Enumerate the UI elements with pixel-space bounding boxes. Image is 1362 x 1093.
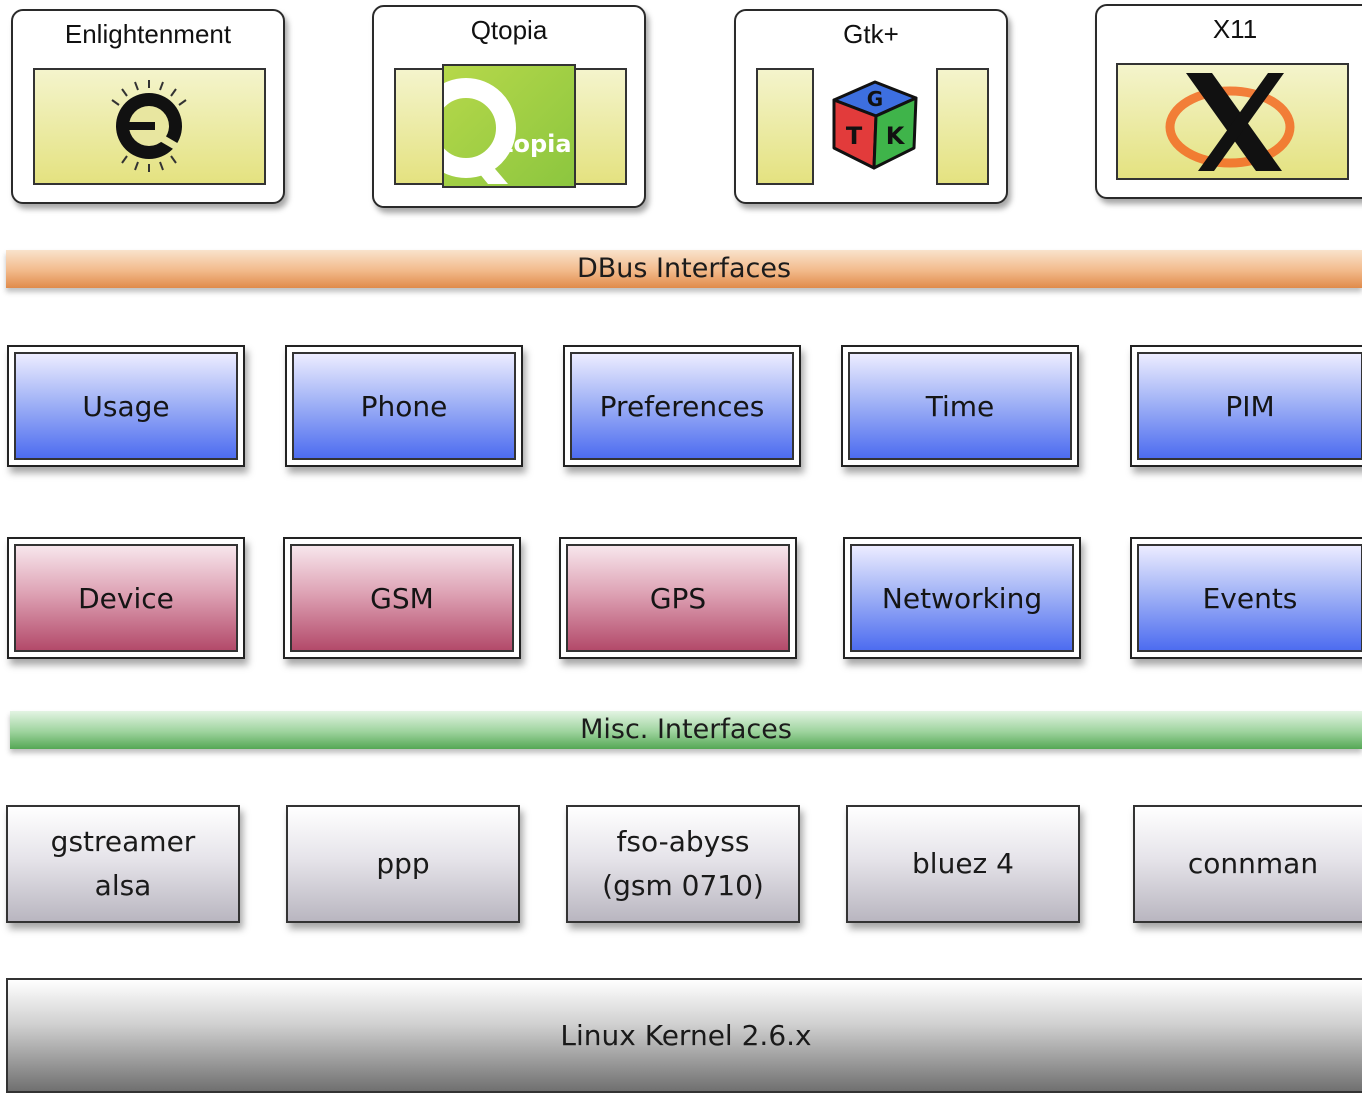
linux-kernel-layer: Linux Kernel 2.6.x: [6, 978, 1362, 1093]
library-line: alsa: [94, 869, 152, 902]
library-ppp: ppp: [286, 805, 520, 923]
x11-logo-icon: [1165, 73, 1295, 171]
service-networking: Networking: [843, 537, 1081, 659]
service-label: Time: [848, 352, 1072, 460]
library-bluez: bluez 4: [846, 805, 1080, 923]
library-line: (gsm 0710): [602, 869, 764, 902]
enlightenment-logo-icon: [111, 80, 187, 172]
gtk-letter-k: K: [886, 122, 906, 150]
service-time: Time: [841, 345, 1079, 467]
service-phone: Phone: [285, 345, 523, 467]
library-line: connman: [1187, 847, 1319, 880]
service-preferences: Preferences: [563, 345, 801, 467]
toolkit-label: Gtk+: [843, 19, 899, 49]
misc-interfaces-bar: Misc. Interfaces: [10, 711, 1362, 749]
toolkit-label: X11: [1212, 14, 1258, 44]
service-pim: PIM: [1130, 345, 1362, 467]
service-label: Device: [14, 544, 238, 652]
service-label: GSM: [290, 544, 514, 652]
gtk-logo-frame: G T K: [812, 68, 938, 185]
service-label: Events: [1137, 544, 1362, 652]
library-line: fso-abyss: [616, 825, 750, 858]
toolkit-x11: X11: [1095, 4, 1362, 199]
service-device: Device: [7, 537, 245, 659]
library-line: bluez 4: [912, 847, 1014, 880]
toolkit-qtopia: Qtopia topia: [372, 5, 646, 208]
service-label: Networking: [850, 544, 1074, 652]
service-label: Usage: [14, 352, 238, 460]
service-label: Preferences: [570, 352, 794, 460]
toolkit-label: Qtopia: [470, 15, 548, 45]
library-connman: connman: [1133, 805, 1362, 923]
service-gps: GPS: [559, 537, 797, 659]
dbus-interfaces-bar: DBus Interfaces: [6, 250, 1362, 288]
service-label: PIM: [1137, 352, 1362, 460]
service-label: GPS: [566, 544, 790, 652]
toolkit-label: Enlightenment: [64, 19, 232, 49]
toolkit-gtk: Gtk+ G T K: [734, 9, 1008, 204]
qtopia-logo-text: topia: [502, 130, 572, 158]
library-fso-abyss: fso-abyss (gsm 0710): [566, 805, 800, 923]
toolkit-enlightenment: Enlightenment: [11, 9, 285, 204]
service-gsm: GSM: [283, 537, 521, 659]
qtopia-logo-icon: topia: [442, 64, 576, 188]
library-line: gstreamer: [50, 825, 196, 858]
library-line: ppp: [376, 847, 430, 880]
x11-logo-panel: [1116, 63, 1349, 180]
gtk-letter-t: T: [846, 122, 863, 150]
enlightenment-logo-panel: [33, 68, 266, 185]
kernel-label: Linux Kernel 2.6.x: [560, 1019, 812, 1052]
service-events: Events: [1130, 537, 1362, 659]
library-gstreamer-alsa: gstreamer alsa: [6, 805, 240, 923]
service-label: Phone: [292, 352, 516, 460]
gtk-letter-g: G: [867, 87, 883, 111]
gtk-cube-icon: G T K: [832, 80, 918, 170]
service-usage: Usage: [7, 345, 245, 467]
